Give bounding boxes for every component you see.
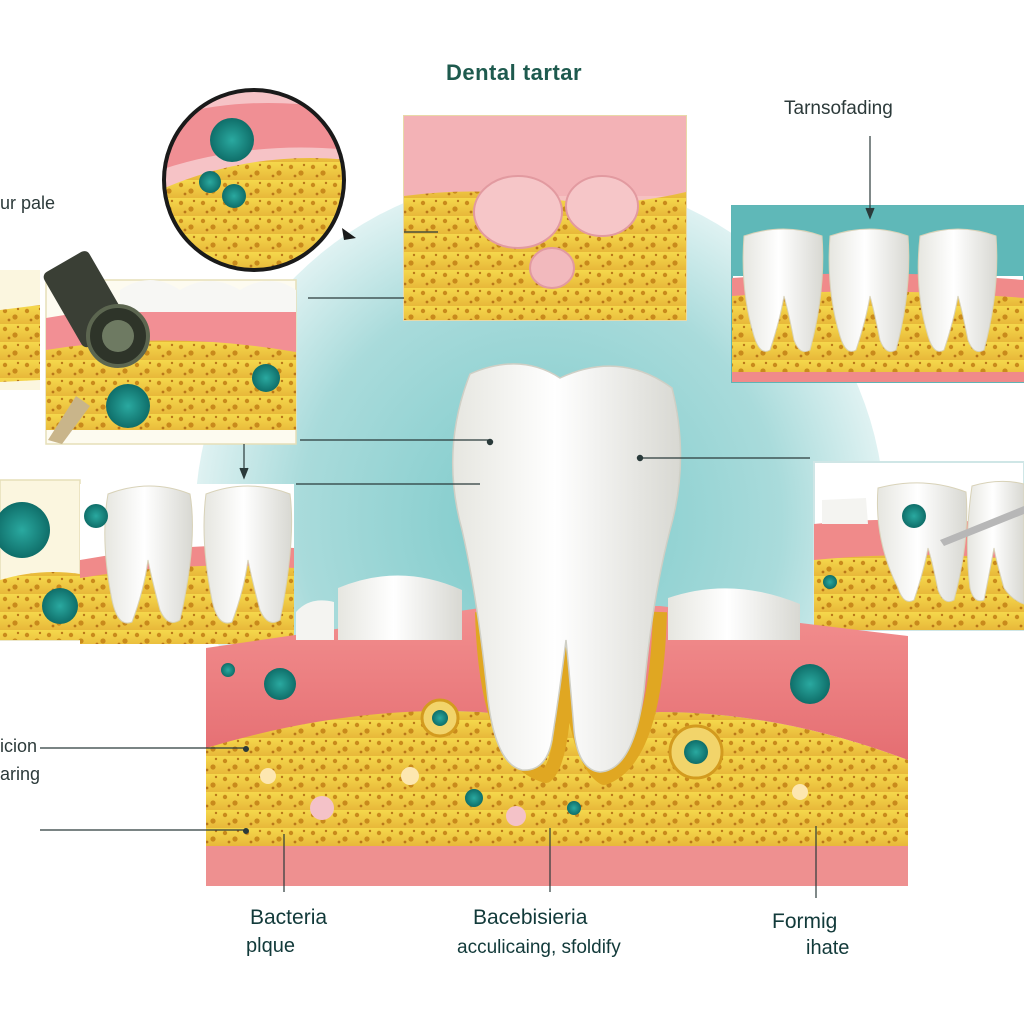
bacteria-icon bbox=[264, 668, 296, 700]
bacteria-icon bbox=[790, 664, 830, 704]
magnifier-circle-icon bbox=[162, 88, 356, 272]
tartar-deposit bbox=[529, 247, 575, 289]
bacteria-icon bbox=[252, 364, 280, 392]
bacteria-icon bbox=[42, 588, 78, 624]
label-top-right: Tarnsofading bbox=[784, 98, 893, 119]
label-bottom-left-line2: plque bbox=[246, 935, 295, 957]
label-left-top: ur pale bbox=[0, 193, 56, 213]
label-left-mid-line1: icion bbox=[0, 736, 38, 756]
bacteria-icon bbox=[106, 384, 150, 428]
bacteria-icon bbox=[222, 184, 246, 208]
bacteria-icon bbox=[84, 504, 108, 528]
leader-lines bbox=[40, 136, 875, 898]
bacteria-icon bbox=[567, 801, 581, 815]
bacteria-icon bbox=[465, 789, 483, 807]
gum-cross-section bbox=[206, 363, 908, 886]
bacteria-icon bbox=[684, 740, 708, 764]
label-bottom-right-line2: ihate bbox=[806, 937, 850, 959]
bacteria-icon bbox=[0, 502, 50, 558]
microscope-inset bbox=[43, 251, 297, 445]
dental-scaler-icon bbox=[48, 396, 90, 444]
bacteria-icon bbox=[210, 118, 254, 162]
teeth-inset-right-top bbox=[731, 205, 1024, 383]
bacteria-inset bbox=[0, 479, 81, 641]
dental-scaler-icon bbox=[940, 506, 1024, 546]
bacteria-icon bbox=[432, 710, 448, 726]
tartar-deposit-inset bbox=[403, 115, 687, 321]
tartar-deposit bbox=[565, 175, 639, 237]
bacteria-icon bbox=[199, 171, 221, 193]
label-bottom-center-line2: acculicaing, sfoldify bbox=[457, 937, 621, 958]
main-tooth bbox=[452, 363, 682, 773]
bacteria-icon bbox=[221, 663, 235, 677]
label-bottom-right-line1: Formig bbox=[772, 910, 838, 933]
bacteria-icon bbox=[823, 575, 837, 589]
diagram-title: Dental tartar bbox=[446, 60, 583, 85]
bacteria-icon bbox=[902, 504, 926, 528]
left-edge-inset bbox=[0, 270, 40, 390]
microscope-icon bbox=[43, 251, 150, 368]
teeth-inset-right-mid bbox=[813, 461, 1024, 631]
label-bottom-left-line1: Bacteria bbox=[250, 906, 328, 929]
tartar-deposit bbox=[473, 175, 563, 249]
label-bottom-center-line1: Bacebisieria bbox=[473, 906, 588, 929]
teeth-inset-left bbox=[80, 484, 294, 644]
label-left-mid-line2: aring bbox=[0, 764, 41, 784]
